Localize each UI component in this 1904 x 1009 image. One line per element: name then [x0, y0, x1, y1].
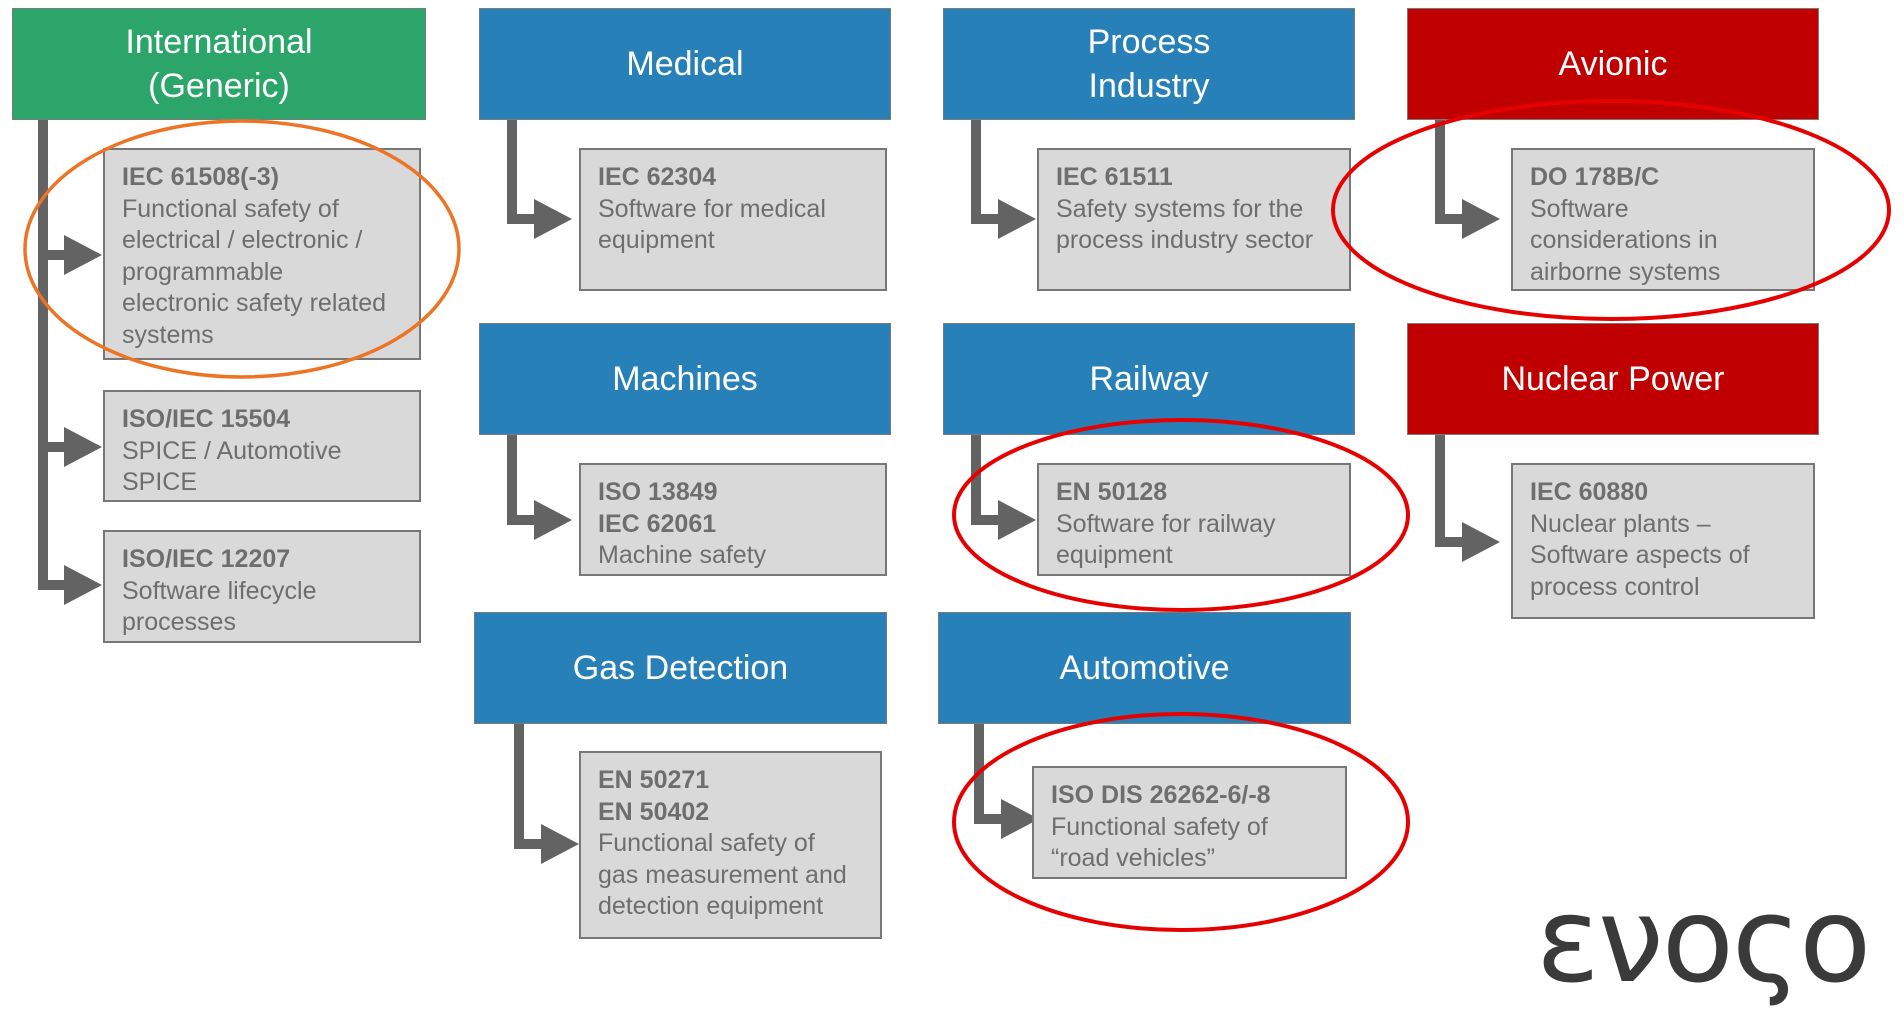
standard-description: Safety systems for the process industry … [1056, 194, 1314, 255]
category-machines-label: Machines [612, 360, 758, 398]
connector-branch-do178 [1435, 214, 1465, 224]
connector-arrow-iso15504 [64, 427, 102, 467]
standard-card-en50271: EN 50271 EN 50402 Functional safety of g… [579, 751, 882, 939]
connector-branch-iso15504 [38, 442, 68, 452]
standard-card-en50128: EN 50128 Software for railway equipment [1037, 463, 1351, 576]
standard-description: Functional safety of “road vehicles” [1051, 812, 1268, 873]
standard-code: IEC 61511 [1056, 163, 1173, 191]
standard-description: SPICE / Automotive SPICE [122, 436, 342, 497]
connector-trunk-medical [507, 120, 517, 224]
standard-description: Nuclear plants – Software aspects of pro… [1530, 509, 1750, 601]
standard-card-iec60880: IEC 60880 Nuclear plants – Software aspe… [1511, 463, 1815, 619]
standard-description: Functional safety of electrical / electr… [122, 194, 387, 349]
connector-trunk-nuclear [1435, 435, 1445, 547]
standard-card-iso15504: ISO/IEC 15504 SPICE / Automotive SPICE [103, 390, 421, 502]
connector-arrow-iec62304 [534, 199, 572, 239]
connector-branch-iec62304 [507, 214, 537, 224]
standard-description: Functional safety of gas measurement and… [598, 829, 847, 920]
standard-card-iec61511: IEC 61511 Safety systems for the process… [1037, 148, 1351, 291]
standard-description: Software considerations in airborne syst… [1530, 194, 1721, 286]
standard-card-iec62304: IEC 62304 Software for medical equipment [579, 148, 887, 291]
standard-code: IEC 62304 [598, 163, 717, 191]
highlight-oval-do178 [1331, 99, 1891, 321]
company-logo-icon: ενοςο [1536, 871, 1871, 1009]
connector-trunk-machines [507, 435, 517, 525]
connector-arrow-iec60880 [1462, 522, 1500, 562]
connector-branch-en50128 [971, 515, 1001, 525]
category-nuclear-label: Nuclear Power [1501, 360, 1725, 398]
category-avionic-label: Avionic [1558, 45, 1668, 83]
category-international-label: International (Generic) [125, 23, 313, 105]
category-medical-label: Medical [626, 45, 744, 83]
standard-description: Software lifecycle processes [122, 576, 317, 637]
connector-arrow-iso13849 [534, 500, 572, 540]
standard-code: IEC 60880 [1530, 478, 1649, 506]
standard-code: EN 50128 [1056, 478, 1168, 506]
connector-branch-iec61508 [38, 250, 68, 260]
connector-trunk-gas [514, 724, 524, 849]
category-automotive-label: Automotive [1059, 649, 1230, 687]
category-automotive: Automotive [938, 612, 1351, 724]
standard-card-iso26262: ISO DIS 26262-6/-8 Functional safety of … [1032, 766, 1347, 879]
connector-branch-iec61511 [971, 214, 1001, 224]
standard-code: ISO/IEC 12207 [122, 545, 291, 573]
category-process-label: Process Industry [1087, 23, 1211, 105]
highlight-oval-iso26262 [952, 712, 1410, 932]
connector-branch-iso13849 [507, 515, 537, 525]
connector-arrow-iec61511 [998, 199, 1036, 239]
connector-trunk-avionic [1435, 120, 1445, 224]
standard-code: DO 178B/C [1530, 163, 1660, 191]
standard-description: Machine safety [598, 541, 767, 569]
standard-description: Software for railway equipment [1056, 509, 1276, 570]
highlight-overlay [23, 99, 1891, 932]
highlight-oval-iec61508 [23, 119, 461, 379]
standard-description: Software for medical equipment [598, 194, 826, 255]
connector-arrow-en50128 [998, 500, 1036, 540]
category-machines: Machines [479, 323, 891, 435]
category-gas-label: Gas Detection [572, 649, 789, 687]
connector-branch-iso12207 [38, 580, 68, 590]
connector-arrow-en50271 [541, 824, 579, 864]
connector-trunk-railway [971, 435, 981, 525]
standard-card-do178: DO 178B/C Software considerations in air… [1511, 148, 1815, 291]
category-international: International (Generic) [12, 8, 426, 120]
highlight-oval-en50128 [952, 418, 1410, 612]
category-process-industry: Process Industry [943, 8, 1355, 120]
connector-trunk-international [38, 120, 48, 590]
standard-card-iso13849: ISO 13849 IEC 62061 Machine safety [579, 463, 887, 576]
connector-arrow-do178 [1462, 199, 1500, 239]
standard-card-iso12207: ISO/IEC 12207 Software lifecycle process… [103, 530, 421, 643]
connector-branch-iso26262 [974, 814, 1004, 824]
connector-branch-en50271 [514, 839, 544, 849]
standard-code: ISO 13849 IEC 62061 [598, 478, 718, 538]
connector-trunk-process [971, 120, 981, 224]
standard-code: EN 50271 EN 50402 [598, 766, 710, 826]
standard-code: ISO/IEC 15504 [122, 405, 291, 433]
category-nuclear-power: Nuclear Power [1407, 323, 1819, 435]
connector-arrow-iec61508 [64, 235, 102, 275]
standard-code: IEC 61508(-3) [122, 163, 280, 191]
category-railway-label: Railway [1089, 360, 1209, 398]
category-gas-detection: Gas Detection [474, 612, 887, 724]
category-railway: Railway [943, 323, 1355, 435]
standard-code: ISO DIS 26262-6/-8 [1051, 781, 1271, 809]
standard-card-iec61508: IEC 61508(-3) Functional safety of elect… [103, 148, 421, 360]
connector-branch-iec60880 [1435, 537, 1465, 547]
connector-arrow-iso12207 [64, 565, 102, 605]
category-medical: Medical [479, 8, 891, 120]
